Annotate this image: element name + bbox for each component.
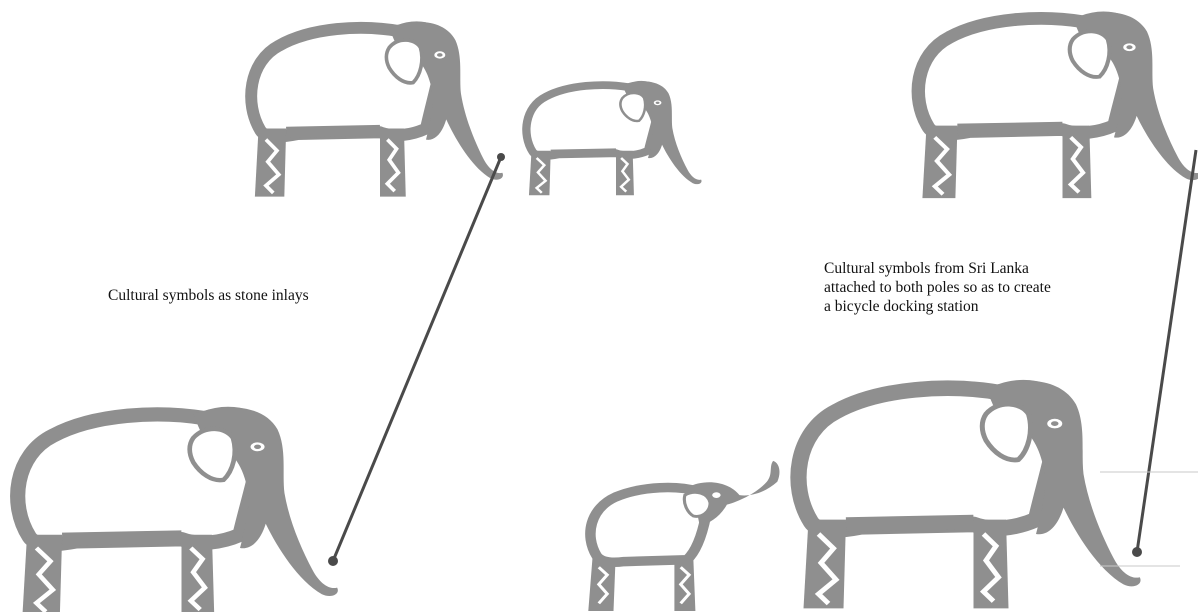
- caption-stone-inlays: Cultural symbols as stone inlays: [108, 286, 309, 305]
- elephant-top-right: [918, 12, 1198, 198]
- elephant-top-small: [526, 81, 701, 195]
- thin-guide-lines: [1100, 472, 1198, 566]
- elephant-bottom-left: [18, 407, 338, 612]
- pole-left: [328, 153, 505, 566]
- elephant-bottom-right: [798, 381, 1140, 609]
- elephant-top-left: [251, 22, 503, 197]
- elephant-calf: [588, 461, 779, 611]
- pole-right: [1132, 150, 1196, 557]
- caption-docking-station: Cultural symbols from Sri Lanka attached…: [824, 259, 1084, 316]
